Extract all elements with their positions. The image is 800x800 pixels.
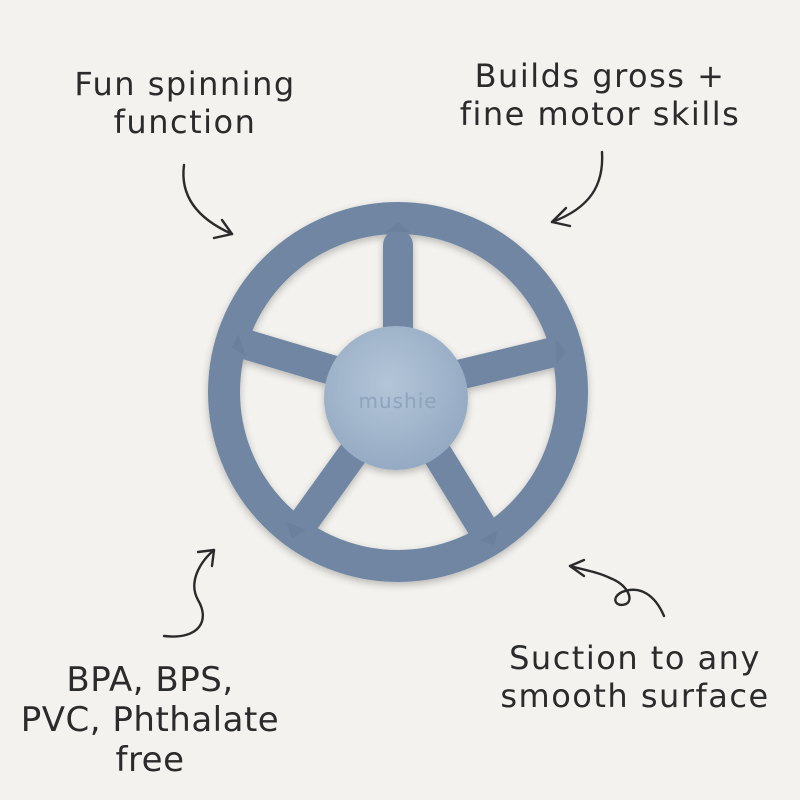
arrow-spin <box>182 163 234 240</box>
spoke-joints <box>232 222 566 546</box>
wheel-hub <box>324 326 468 470</box>
callout-suction: Suction to any smooth surface <box>485 639 785 716</box>
callout-motor-line2: fine motor skills <box>459 94 741 133</box>
callout-spinning-line1: Fun spinning <box>74 65 296 103</box>
wheel-ring <box>208 202 588 582</box>
arrow-motor <box>550 150 604 228</box>
callout-free-line2: PVC, Phthalate <box>20 700 280 741</box>
callout-free-line3: free <box>115 740 185 781</box>
brand-logo: mushie <box>358 389 437 413</box>
callout-motor-line1: Builds gross + <box>474 57 726 95</box>
arrow-free <box>162 548 216 638</box>
callout-free-line1: BPA, BPS, <box>66 660 234 700</box>
callout-spinning: Fun spinning function <box>60 65 310 142</box>
callout-suction-line2: smooth surface <box>500 676 770 715</box>
callout-motor-skills: Builds gross + fine motor skills <box>445 57 755 134</box>
callout-material-free: BPA, BPS, PVC, Phthalate free <box>10 660 290 780</box>
callout-suction-line1: Suction to any <box>509 639 761 677</box>
callout-spinning-line2: function <box>113 102 257 141</box>
arrow-suction <box>568 558 666 618</box>
